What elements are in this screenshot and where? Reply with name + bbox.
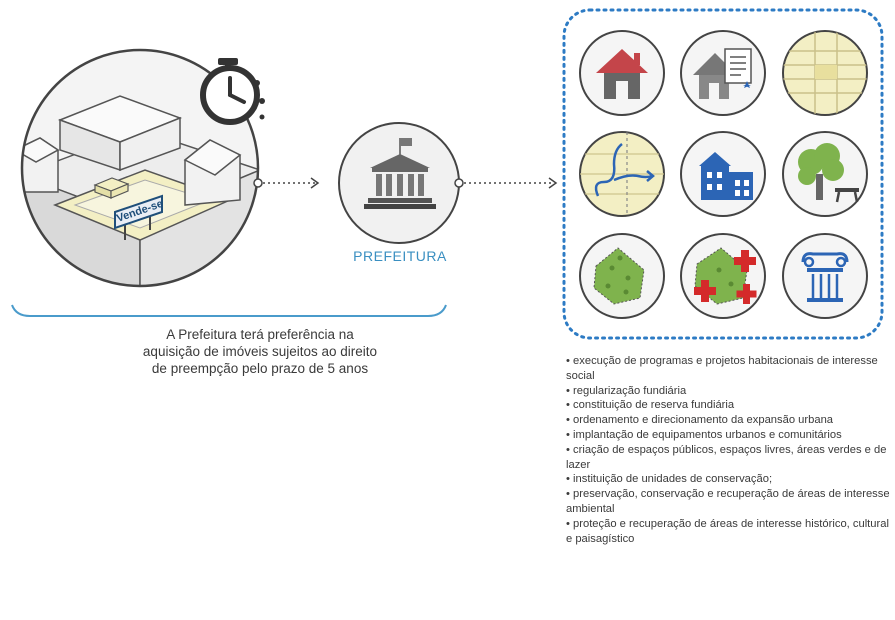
arrow-to-prefeitura: [263, 177, 320, 189]
house-document-icon: [680, 30, 766, 116]
connector-dot-1: [253, 178, 263, 188]
caption-line-1: A Prefeitura terá preferência na: [166, 327, 354, 342]
stopwatch-icon: [200, 58, 265, 125]
green-area-icon: [579, 233, 665, 319]
public-buildings-icon: [680, 131, 766, 217]
list-item: proteção e recuperação de áreas de inter…: [566, 517, 891, 547]
list-item: regularização fundiária: [566, 384, 891, 399]
list-item: execução de programas e projetos habitac…: [566, 354, 891, 384]
list-item: constituição de reserva fundiária: [566, 398, 891, 413]
preemption-caption: A Prefeitura terá preferência na aquisiç…: [60, 326, 460, 377]
list-item: criação de espaços públicos, espaços liv…: [566, 443, 891, 473]
caption-line-3: de preempção pelo prazo de 5 anos: [151, 361, 369, 376]
land-plot-icon: [782, 30, 868, 116]
list-item: ordenamento e direcionamento da expansão…: [566, 413, 891, 428]
uses-list: execução de programas e projetos habitac…: [566, 354, 891, 546]
list-item: instituição de unidades de conservação;: [566, 472, 891, 487]
green-area-recovery-icon: [680, 233, 766, 319]
caption-line-2: aquisição de imóveis sujeitos ao direito: [142, 344, 378, 359]
historic-column-icon: [782, 233, 868, 319]
land-for-sale-illustration: Vende-se: [20, 48, 263, 288]
tree-bench-icon: [782, 131, 868, 217]
list-item: implantação de equipamentos urbanos e co…: [566, 428, 891, 443]
arrow-to-uses: [464, 177, 558, 189]
list-item: preservação, conservação e recuperação d…: [566, 487, 891, 517]
caption-bracket: [11, 304, 447, 317]
house-icon: [579, 30, 665, 116]
urban-expansion-map-icon: [579, 131, 665, 217]
prefeitura-circle: [338, 122, 464, 244]
city-hall-icon: [364, 138, 436, 209]
connector-dot-2: [454, 178, 464, 188]
prefeitura-label: PREFEITURA: [353, 248, 447, 264]
